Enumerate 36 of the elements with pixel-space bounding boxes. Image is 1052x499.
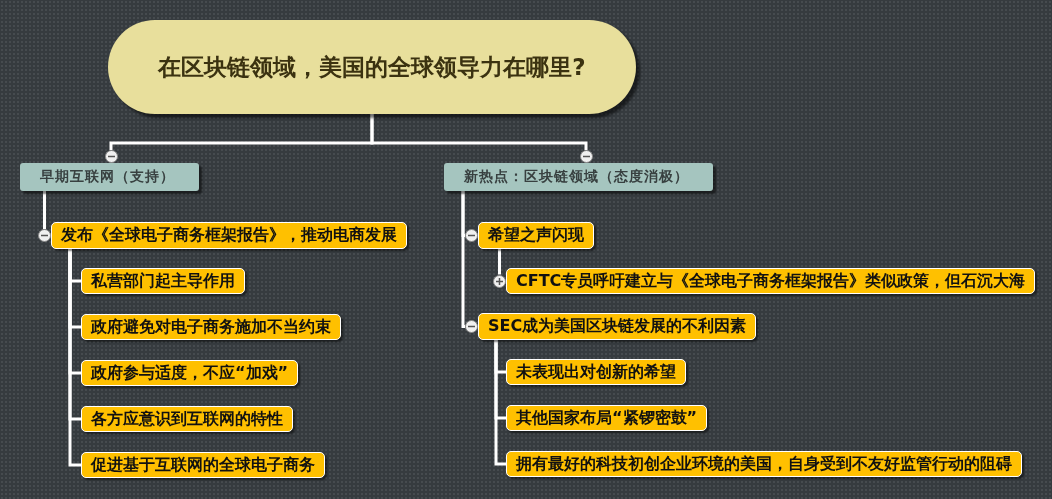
subtopic-box <box>81 360 299 386</box>
subtopic-text: CFTC专员呼吁建立与《全球电子商务框架报告》类似政策，但石沉大海 <box>516 270 1026 292</box>
subtopic-box <box>478 222 594 249</box>
subtopic-box <box>506 405 708 431</box>
branch-topic-text: 新热点：区块链领域（态度消极） <box>464 168 689 186</box>
central-topic-box <box>108 20 636 114</box>
subtopic-box <box>51 222 407 249</box>
connector-line <box>68 249 81 467</box>
connector-line <box>43 191 46 229</box>
subtopic-box <box>81 452 325 478</box>
connector-line <box>498 249 501 275</box>
subtopic-box <box>81 406 293 432</box>
subtopic-text: 政府避免对电子商务施加不当约束 <box>91 316 331 338</box>
subtopic-text: 各方应意识到互联网的特性 <box>91 408 283 430</box>
subtopic-text: 私营部门起主导作用 <box>91 270 235 292</box>
subtopic-box <box>81 314 341 340</box>
subtopic-box <box>478 313 757 340</box>
subtopic-text: 促进基于互联网的全球电子商务 <box>91 454 315 476</box>
subtopic-text: 政府参与适度，不应“加戏” <box>91 362 289 384</box>
branch-topic-box <box>444 163 713 191</box>
connector-line <box>461 191 466 328</box>
subtopic-text: SEC成为美国区块链发展的不利因素 <box>488 316 747 337</box>
branch-topic-box <box>20 163 199 191</box>
central-topic-text: 在区块链领域，美国的全球领导力在哪里? <box>158 52 586 82</box>
connector-line <box>370 114 588 150</box>
subtopic-box <box>506 451 1022 477</box>
subtopic-text: 未表现出对创新的希望 <box>516 361 676 383</box>
subtopic-box <box>506 359 686 385</box>
subtopic-text: 发布《全球电子商务框架报告》，推动电商发展 <box>61 225 397 246</box>
subtopic-text: 希望之声闪现 <box>488 225 584 246</box>
subtopic-text: 其他国家布局“紧锣密鼓” <box>516 407 698 429</box>
connector-line <box>494 340 506 466</box>
subtopic-box <box>506 268 1036 294</box>
subtopic-text: 拥有最好的科技初创企业环境的美国，自身受到不友好监管行动的阻碍 <box>516 453 1012 475</box>
branch-topic-text: 早期互联网（支持） <box>40 168 175 186</box>
subtopic-box <box>81 268 245 294</box>
